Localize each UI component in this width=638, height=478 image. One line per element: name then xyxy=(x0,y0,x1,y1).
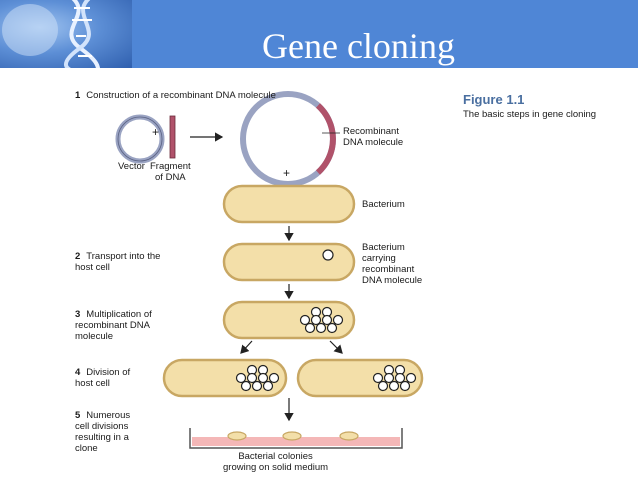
fragment-label: Fragment of DNA xyxy=(150,161,191,183)
plus-sign-1: + xyxy=(152,125,160,139)
step-1-label: 1 Construction of a recombinant DNA molec… xyxy=(75,90,276,101)
colony-2 xyxy=(282,431,302,441)
colony-3 xyxy=(339,431,359,441)
bacterium-with-plasmid xyxy=(222,242,356,282)
step-3-text: Multiplication of recombinant DNA molecu… xyxy=(75,309,152,342)
bacterium-label: Bacterium xyxy=(362,199,405,210)
step-2-text: Transport into the host cell xyxy=(75,251,161,273)
step-4-number: 4 xyxy=(75,367,81,378)
vector-label: Vector xyxy=(118,161,145,172)
colony-1 xyxy=(227,431,247,441)
plasmid-cluster xyxy=(299,306,344,334)
figure-number: Figure 1.1 xyxy=(463,92,525,107)
petri-dish xyxy=(189,428,403,449)
inserted-fragment xyxy=(315,103,336,175)
plasmid-cluster-left xyxy=(235,364,280,392)
plasmid-in-cell xyxy=(322,249,334,261)
arrow-division-left xyxy=(240,340,253,354)
colonies-label: Bacterial colonies growing on solid medi… xyxy=(223,451,329,473)
figure-caption: The basic steps in gene cloning xyxy=(463,109,597,120)
bacterium-cell xyxy=(222,184,356,224)
step-1-number: 1 xyxy=(75,90,81,101)
arrow-division-right xyxy=(329,340,343,354)
step-3-number: 3 xyxy=(75,309,81,320)
dna-fragment xyxy=(169,115,176,159)
plasmid-cluster-right xyxy=(372,364,417,392)
bacterium-carrying-label: Bacterium carrying recombinant DNA molec… xyxy=(362,242,423,286)
step-5-number: 5 xyxy=(75,410,81,421)
step-5-text: Numerous cell divisions resulting in a c… xyxy=(75,410,131,454)
dna-helix-icon xyxy=(2,0,101,68)
plus-sign-2: + xyxy=(283,166,291,180)
step-2-number: 2 xyxy=(75,251,81,262)
step-4-text: Division of host cell xyxy=(75,367,131,389)
slide-header: Gene cloning xyxy=(0,0,638,68)
recombinant-label: Recombinant DNA molecule xyxy=(343,126,404,148)
slide-title: Gene cloning xyxy=(262,26,455,66)
vector-plasmid-outline xyxy=(117,116,163,162)
solid-medium xyxy=(192,437,400,446)
step-1-text: Construction of a recombinant DNA molecu… xyxy=(86,90,276,101)
dna-helix-image xyxy=(0,0,132,68)
